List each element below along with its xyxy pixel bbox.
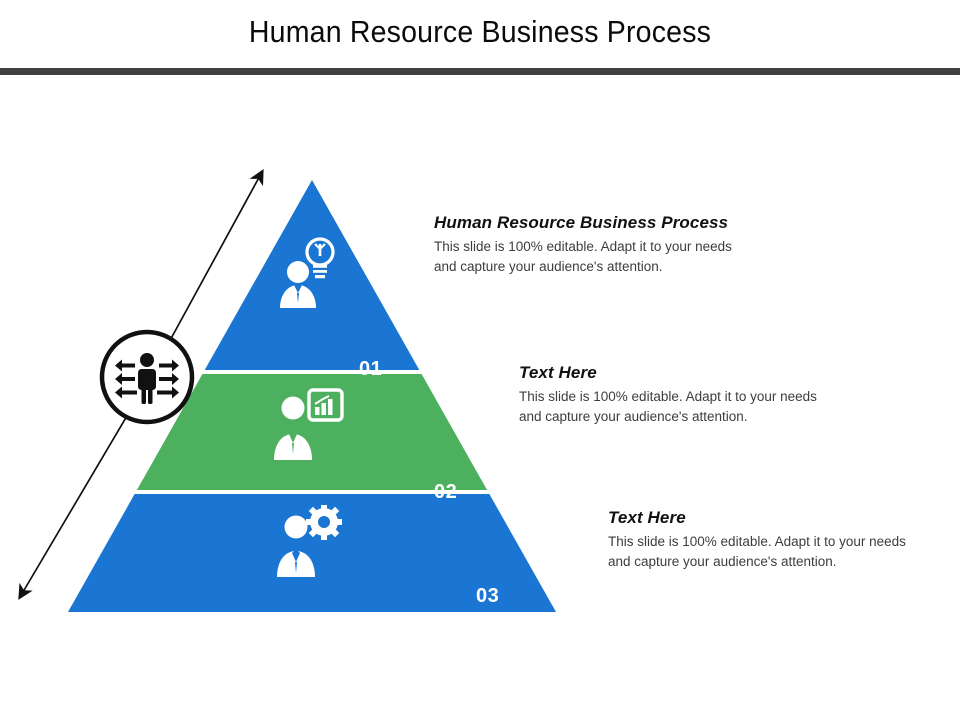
level-01-text-block: Human Resource Business Process This sli… xyxy=(434,213,834,276)
level-02-text-block: Text Here This slide is 100% editable. A… xyxy=(519,363,919,426)
page-title: Human Resource Business Process xyxy=(248,14,712,49)
level-01-body: This slide is 100% editable. Adapt it to… xyxy=(434,239,732,274)
level-03-body: This slide is 100% editable. Adapt it to… xyxy=(608,534,906,569)
level-03-heading: Text Here xyxy=(608,508,686,527)
title-divider xyxy=(0,68,960,75)
person-bar-chart-icon xyxy=(274,388,344,460)
level-02-body: This slide is 100% editable. Adapt it to… xyxy=(519,389,817,424)
pyramid-level-03[interactable] xyxy=(68,180,556,612)
band-separator xyxy=(136,490,515,494)
person-gear-icon xyxy=(277,505,342,577)
band-separator xyxy=(180,370,470,374)
level-02-heading: Text Here xyxy=(519,363,597,382)
person-expand-arrows-icon xyxy=(99,329,195,425)
step-number-02: 02 xyxy=(434,481,458,503)
step-number-03: 03 xyxy=(476,585,500,607)
level-01-heading: Human Resource Business Process xyxy=(434,213,729,232)
person-lightbulb-icon xyxy=(280,237,335,308)
step-number-01: 01 xyxy=(359,358,383,380)
level-03-text-block: Text Here This slide is 100% editable. A… xyxy=(608,508,960,571)
